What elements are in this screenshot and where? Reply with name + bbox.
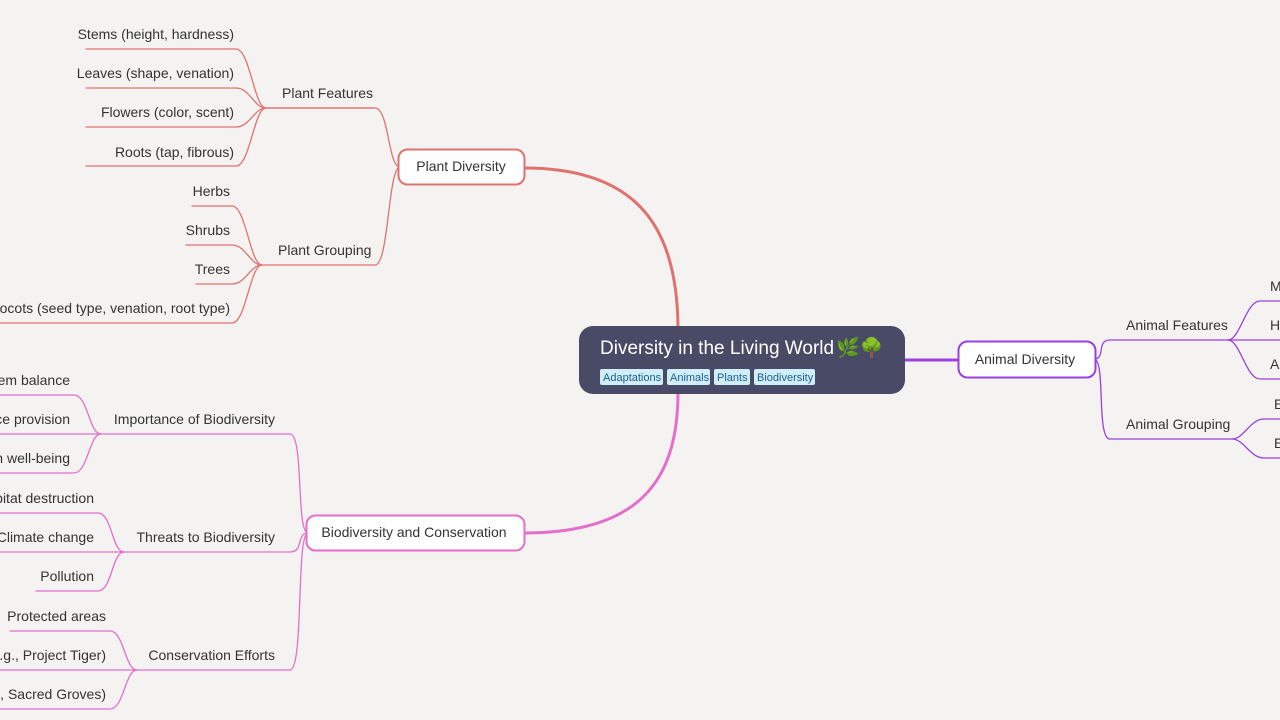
- connector-line: [136, 532, 309, 671]
- plant-grouping-item[interactable]: nocots (seed type, venation, root type): [0, 300, 230, 316]
- connector-line: [0, 264, 263, 324]
- importance-item[interactable]: tem balance: [0, 372, 70, 388]
- connector-line: [1231, 418, 1280, 440]
- plant-feature-item[interactable]: Roots (tap, fibrous): [115, 144, 234, 160]
- root-to-biodiversity-line: [522, 390, 680, 535]
- biodiversity-conservation-node[interactable]: Biodiversity and Conservation: [305, 514, 526, 552]
- threats-item[interactable]: Climate change: [0, 529, 94, 545]
- connector-line: [191, 205, 263, 266]
- connector-line: [1227, 300, 1280, 341]
- conservation-item[interactable]: Protected areas: [7, 608, 106, 624]
- plant-grouping-item[interactable]: Trees: [195, 261, 230, 277]
- animal-feature-item[interactable]: A: [1270, 356, 1280, 372]
- mind-map-nodes: Diversity in the Living World 🌿🌳 Adaptat…: [0, 26, 1280, 702]
- root-emoji: 🌿🌳: [836, 336, 883, 359]
- root-node[interactable]: Diversity in the Living World 🌿🌳 Adaptat…: [579, 326, 905, 394]
- plant-feature-item[interactable]: Flowers (color, scent): [101, 104, 234, 120]
- connector-line: [35, 551, 125, 592]
- importance-item[interactable]: ce provision: [0, 411, 70, 427]
- connector-line: [0, 394, 102, 435]
- animal-diversity-node[interactable]: Animal Diversity: [957, 340, 1097, 379]
- threats-label[interactable]: Threats to Biodiversity: [137, 529, 276, 545]
- connector-line: [185, 244, 263, 266]
- tag-plants[interactable]: Plants: [714, 369, 750, 385]
- connector-line: [0, 669, 138, 710]
- tag-biodiversity[interactable]: Biodiversity: [754, 369, 815, 385]
- connector-line: [265, 107, 401, 168]
- animal-grouping-item[interactable]: E: [1274, 396, 1280, 412]
- tag-label: Adaptations: [603, 372, 662, 384]
- conservation-item[interactable]: g., Sacred Groves): [0, 686, 106, 702]
- connector-line: [100, 433, 309, 534]
- connector-line: [85, 107, 267, 128]
- connector-line: [1093, 339, 1229, 360]
- plant-feature-item[interactable]: Stems (height, hardness): [78, 26, 234, 42]
- connector-line: [1231, 438, 1280, 459]
- animal-diversity-label: Animal Diversity: [975, 351, 1075, 367]
- tag-label: Biodiversity: [757, 372, 814, 384]
- conservation-label[interactable]: Conservation Efforts: [148, 647, 275, 663]
- threats-item[interactable]: bitat destruction: [0, 490, 94, 506]
- plant-feature-item[interactable]: Leaves (shape, venation): [77, 65, 234, 81]
- plant-grouping-item[interactable]: Shrubs: [186, 222, 230, 238]
- biodiversity-conservation-label: Biodiversity and Conservation: [321, 524, 506, 540]
- plant-diversity-label: Plant Diversity: [416, 158, 505, 174]
- animal-grouping-label[interactable]: Animal Grouping: [1126, 416, 1230, 432]
- connector-line: [261, 166, 401, 266]
- connector-line: [1093, 358, 1233, 440]
- root-title: Diversity in the Living World: [600, 338, 834, 359]
- plant-features-label[interactable]: Plant Features: [282, 85, 373, 101]
- connector-line: [85, 87, 267, 109]
- connector-line: [1227, 339, 1280, 380]
- connector-line: [123, 532, 309, 553]
- connector-lines: [0, 48, 1280, 710]
- tag-label: Plants: [717, 372, 748, 384]
- plant-grouping-item[interactable]: Herbs: [193, 183, 230, 199]
- animal-grouping-item[interactable]: E: [1274, 435, 1280, 451]
- connector-line: [0, 433, 102, 474]
- tag-animals[interactable]: Animals: [667, 369, 710, 385]
- connector-line: [9, 630, 138, 671]
- animal-feature-item[interactable]: H: [1270, 317, 1280, 333]
- tag-label: Animals: [670, 372, 710, 384]
- threats-item[interactable]: Pollution: [40, 568, 94, 584]
- importance-item[interactable]: n well-being: [0, 450, 70, 466]
- animal-feature-item[interactable]: M: [1270, 278, 1280, 294]
- plant-diversity-node[interactable]: Plant Diversity: [397, 148, 526, 186]
- importance-label[interactable]: Importance of Biodiversity: [114, 411, 275, 427]
- connector-line: [85, 48, 267, 109]
- conservation-item[interactable]: e.g., Project Tiger): [0, 647, 106, 663]
- root-to-plant-line: [522, 166, 680, 332]
- animal-features-label[interactable]: Animal Features: [1126, 317, 1228, 333]
- connector-line: [85, 107, 267, 167]
- plant-grouping-label[interactable]: Plant Grouping: [278, 242, 371, 258]
- connector-line: [195, 264, 263, 285]
- connector-line: [0, 512, 125, 553]
- tag-adaptations[interactable]: Adaptations: [600, 369, 663, 385]
